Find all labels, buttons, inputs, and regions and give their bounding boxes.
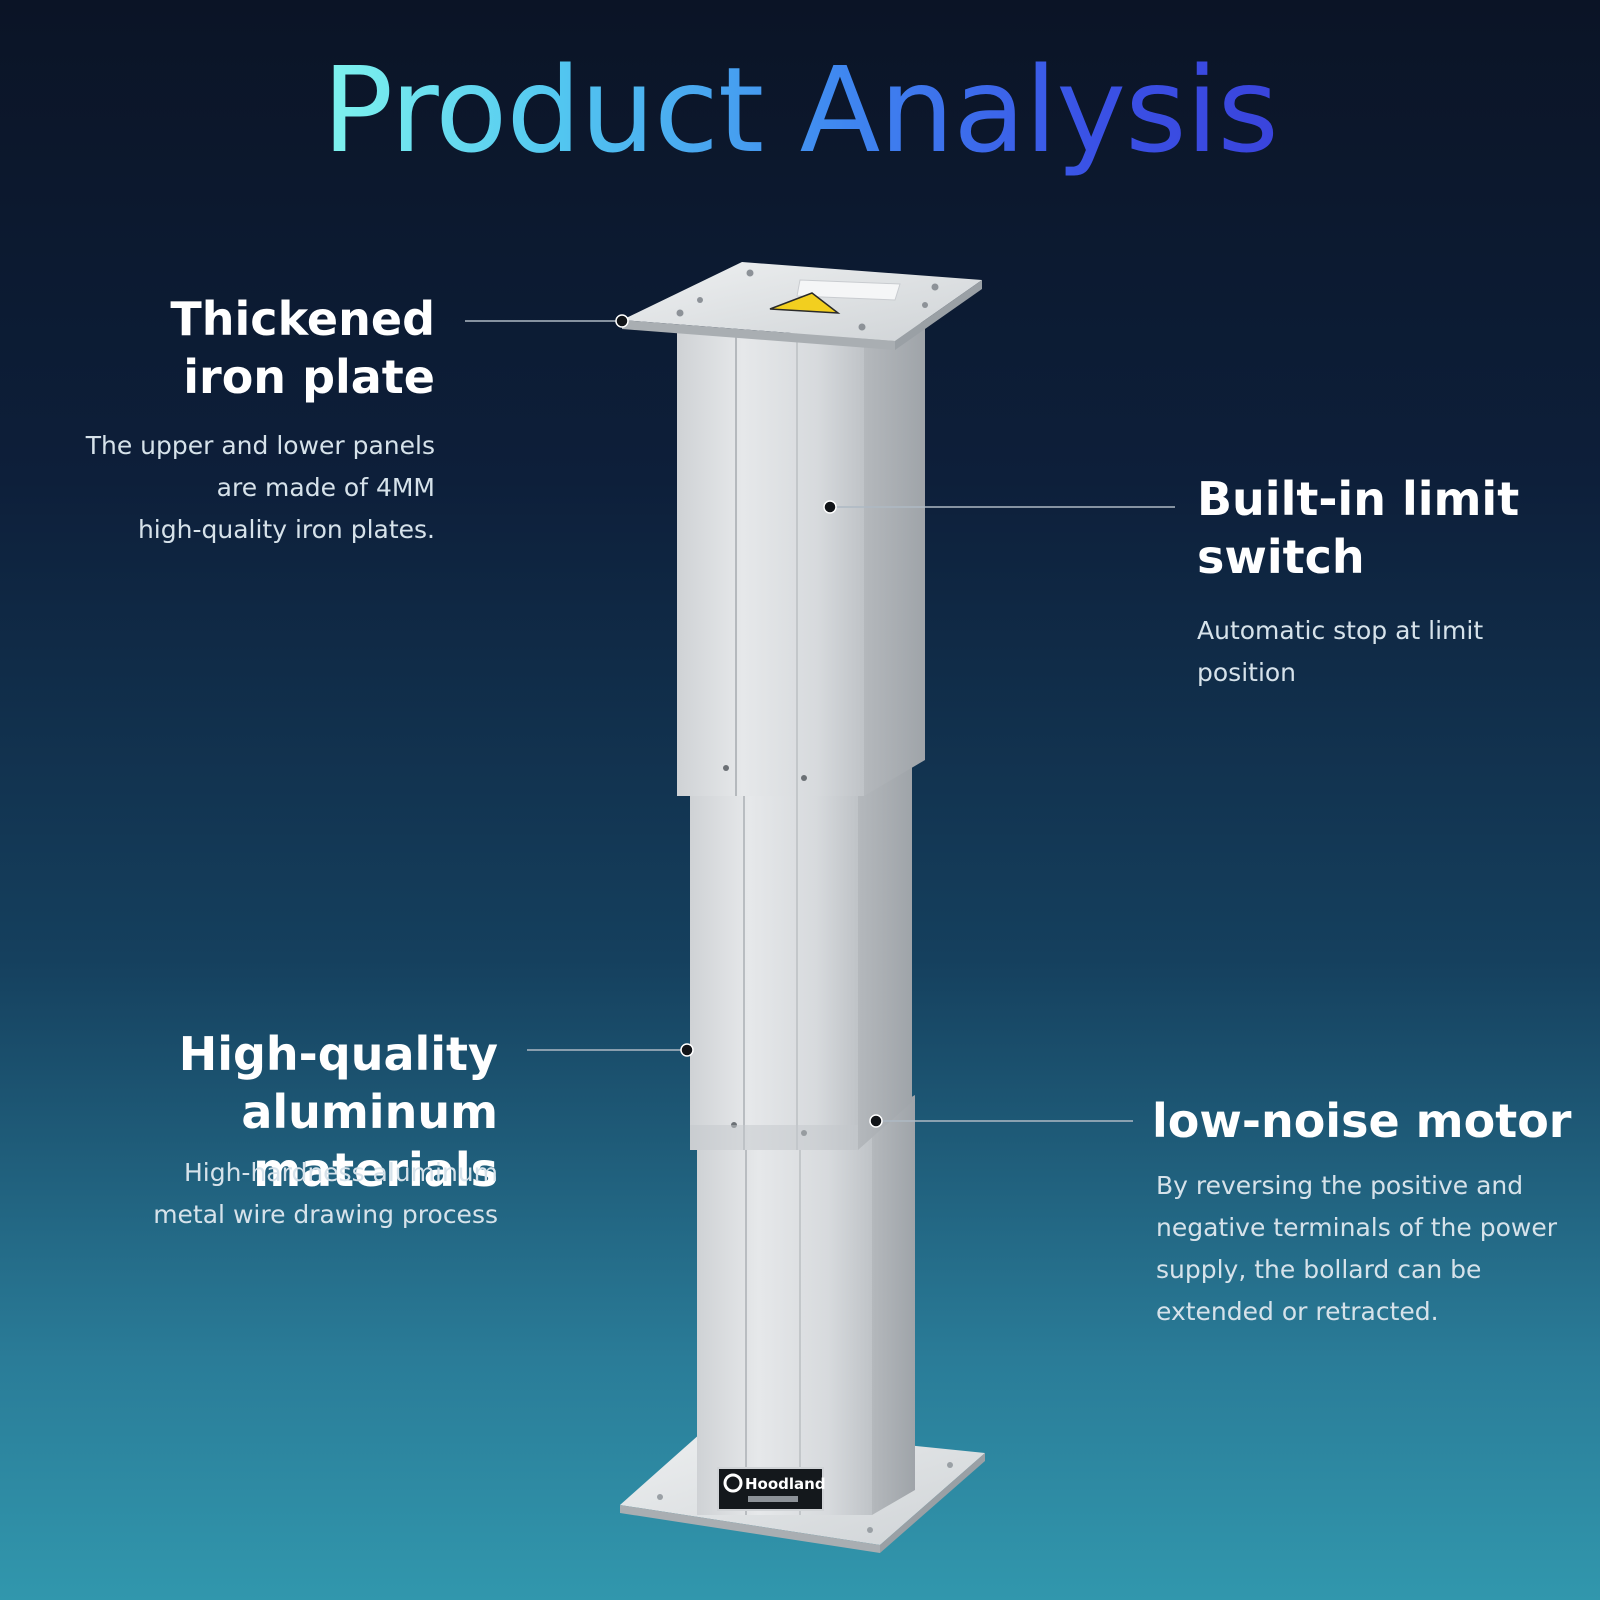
feature-desc-motor: By reversing the positive and negative t… — [1156, 1171, 1557, 1326]
feature-desc-aluminum: High-hardness aluminum metal wire drawin… — [153, 1158, 498, 1229]
callout-dots — [615, 314, 883, 1128]
feature-desc-iron-plate: The upper and lower panels are made of 4… — [85, 431, 435, 544]
page-title: Product Analysis — [322, 41, 1279, 179]
lower-tube — [697, 1120, 872, 1515]
feature-desc-limit-switch: Automatic stop at limit position — [1197, 616, 1484, 687]
middle-tube — [690, 778, 858, 1150]
brand-logo-text: Hoodland — [745, 1475, 826, 1493]
callout-lines — [465, 320, 1175, 1122]
feature-heading-limit-switch: Built-in limit switch — [1197, 472, 1520, 584]
feature-heading-iron-plate: Thickened iron plate — [170, 292, 435, 404]
feature-heading-aluminum: High-quality aluminum materials — [178, 1027, 498, 1197]
warning-icon — [769, 292, 841, 314]
feature-heading-motor: low-noise motor — [1152, 1094, 1572, 1148]
upper-tube — [677, 333, 864, 796]
